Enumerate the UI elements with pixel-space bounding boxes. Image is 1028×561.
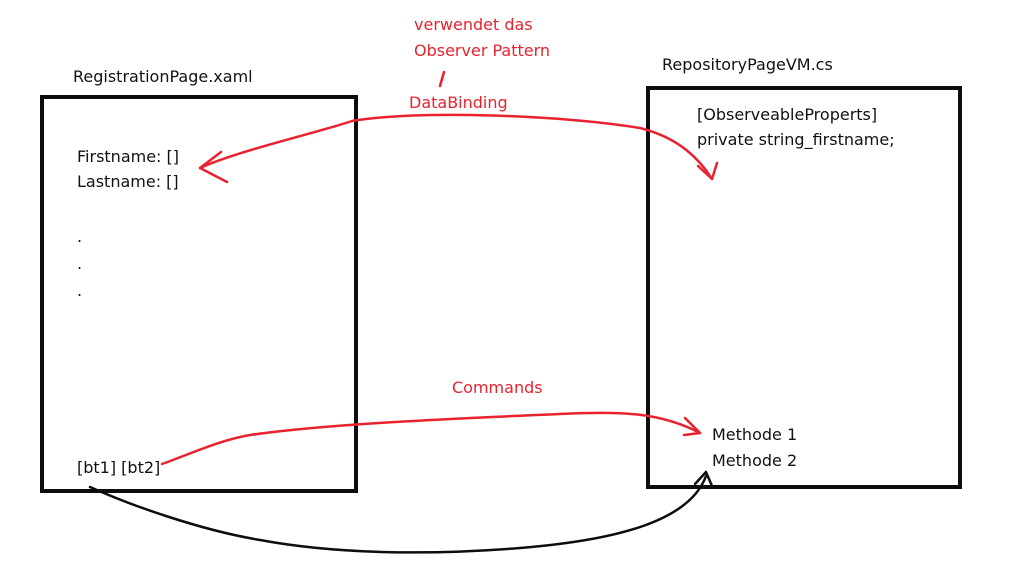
- field-declaration: private string_firstname;: [697, 130, 895, 149]
- commands-arrow: [160, 411, 702, 466]
- method-1-label: Methode 1: [712, 425, 798, 444]
- method-call-arrow: [88, 474, 708, 554]
- registration-page-title: RegistrationPage.xaml: [73, 67, 253, 86]
- commands-label: Commands: [452, 378, 543, 397]
- registration-page-box: [40, 95, 358, 493]
- lastname-field-label: Lastname: []: [77, 172, 179, 191]
- method-2-label: Methode 2: [712, 451, 798, 470]
- ellipsis-dot: .: [77, 227, 83, 246]
- buttons-label: [bt1] [bt2]: [77, 458, 161, 477]
- databinding-arrowhead-left: [198, 150, 229, 184]
- repository-vm-box: [646, 86, 962, 489]
- databinding-arrow: [198, 113, 714, 181]
- observer-note-line1: verwendet das: [414, 15, 533, 34]
- firstname-field-label: Firstname: []: [77, 147, 180, 166]
- observable-attribute: [ObserveableProperts]: [697, 105, 878, 124]
- observer-note-line2: Observer Pattern: [414, 41, 551, 60]
- databinding-arrowhead-right: [696, 161, 719, 181]
- repository-vm-title: RepositoryPageVM.cs: [662, 55, 833, 74]
- databinding-label: DataBinding: [409, 93, 508, 112]
- ellipsis-dot: .: [77, 254, 83, 273]
- commands-arrowhead: [682, 416, 702, 437]
- method-call-arrowhead: [693, 470, 714, 488]
- ellipsis-dot: .: [77, 281, 83, 300]
- observer-pointer-line: [438, 70, 446, 88]
